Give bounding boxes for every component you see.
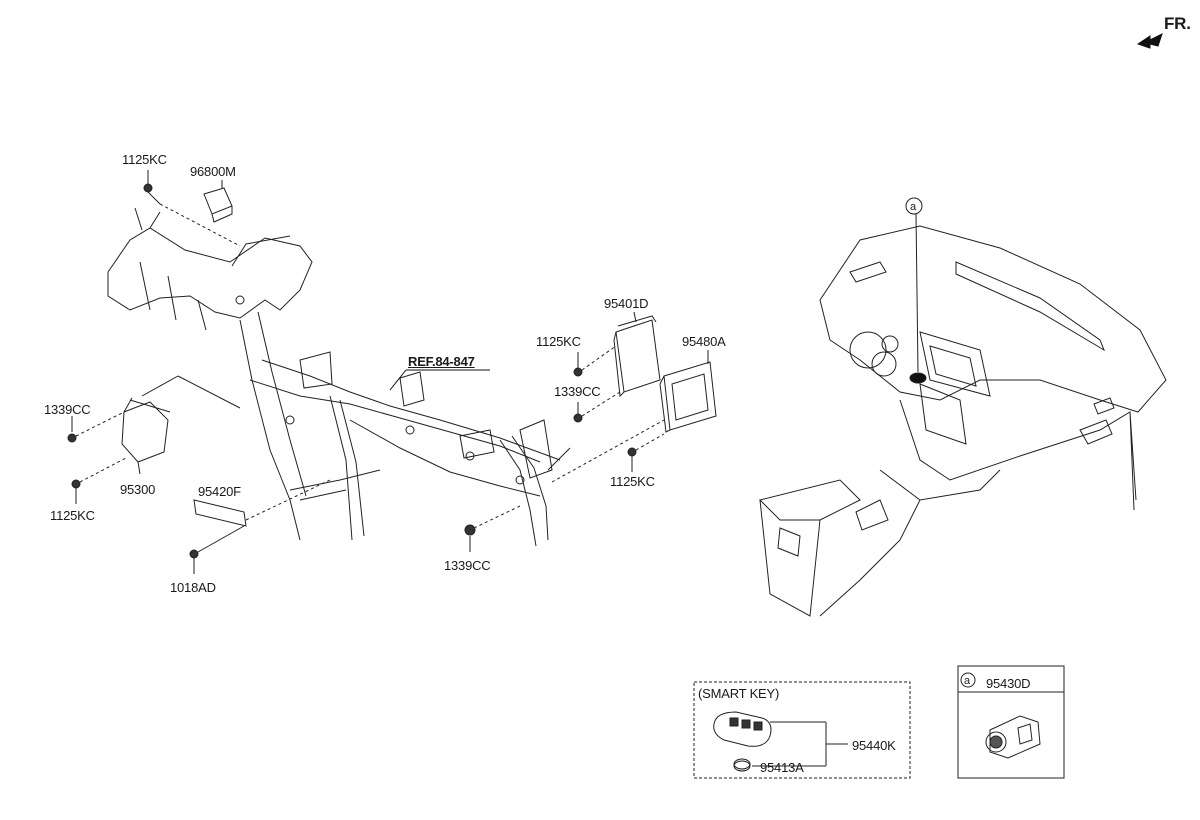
label-1125kc-right: 1125KC bbox=[610, 474, 655, 489]
antenna-95420f bbox=[193, 479, 331, 527]
label-1339cc-mid: 1339CC bbox=[554, 384, 601, 399]
module-96800m bbox=[203, 180, 233, 223]
label-1125kc-left: 1125KC bbox=[50, 508, 95, 523]
module-95430d-box bbox=[957, 665, 1065, 779]
label-95430d: 95430D bbox=[986, 676, 1031, 691]
label-95300: 95300 bbox=[120, 482, 156, 497]
label-95420f: 95420F bbox=[198, 484, 241, 499]
start-button-module bbox=[985, 715, 1041, 759]
module-95480a bbox=[551, 350, 717, 483]
smart-key-title: (SMART KEY) bbox=[698, 686, 780, 701]
smart-key-box bbox=[693, 681, 911, 779]
front-direction-label: FR. bbox=[1164, 14, 1191, 33]
label-1018ad: 1018AD bbox=[170, 580, 216, 595]
label-1125kc-top: 1125KC bbox=[122, 152, 167, 167]
screw-1018ad bbox=[189, 525, 245, 574]
bolt-1125kc-left bbox=[71, 457, 127, 504]
cowl-cross-bar-frame bbox=[107, 207, 571, 547]
nut-1339cc-left bbox=[67, 411, 125, 443]
front-direction-arrow-icon bbox=[1136, 33, 1163, 49]
bolt-1125kc-top bbox=[143, 170, 241, 247]
label-1339cc-bottom: 1339CC bbox=[444, 558, 491, 573]
vehicle-interior-illustration bbox=[759, 197, 1167, 617]
label-95413a: 95413A bbox=[760, 760, 804, 775]
bolt-1125kc-mid bbox=[573, 345, 617, 377]
label-95401d: 95401D bbox=[604, 296, 649, 311]
label-95440k: 95440K bbox=[852, 738, 896, 753]
callout-marker: a bbox=[910, 201, 917, 213]
reference-label: REF.84-847 bbox=[408, 354, 475, 369]
module-95300 bbox=[121, 375, 241, 475]
battery-coin bbox=[733, 758, 751, 772]
nut-1339cc-mid bbox=[573, 391, 621, 423]
module-95401d bbox=[613, 311, 661, 398]
module-box-marker: a bbox=[964, 675, 971, 687]
label-1125kc-mid: 1125KC bbox=[536, 334, 581, 349]
nut-1339cc-bottom bbox=[464, 505, 521, 552]
label-95480a: 95480A bbox=[682, 334, 726, 349]
label-1339cc-left: 1339CC bbox=[44, 402, 91, 417]
smart-key-fob bbox=[713, 711, 848, 767]
label-96800m: 96800M bbox=[190, 164, 236, 179]
bolt-1125kc-right bbox=[627, 433, 665, 472]
